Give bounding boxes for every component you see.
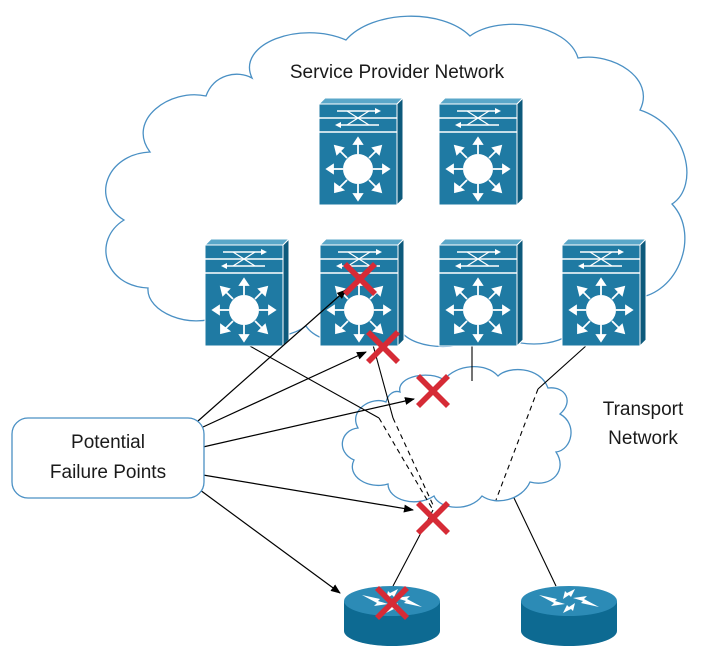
service-provider-network-label: Service Provider Network <box>290 62 505 83</box>
transport-network-label-line1: Transport <box>603 399 684 420</box>
failure-arrow <box>199 489 341 594</box>
failure-arrow <box>197 289 347 422</box>
router-icon <box>521 586 617 646</box>
multilayer-switch-icon <box>561 238 647 347</box>
multilayer-switch-icon <box>438 97 524 206</box>
multilayer-switch-icon <box>438 238 524 347</box>
multilayer-switch-icon <box>204 238 290 347</box>
failure-arrow <box>202 351 367 428</box>
router-icon <box>344 586 440 646</box>
transport-cloud <box>341 365 572 508</box>
failure-arrow <box>202 397 415 448</box>
failure-points-label-line1: Potential <box>71 432 145 453</box>
transport-network-label-line2: Network <box>608 428 678 449</box>
failure-points-box <box>11 417 205 499</box>
failure-arrow <box>202 474 414 513</box>
failure-x-icon <box>416 501 450 535</box>
failure-points-label-line2: Failure Points <box>50 462 166 483</box>
multilayer-switch-icon <box>319 238 405 347</box>
multilayer-switch-icon <box>318 97 404 206</box>
